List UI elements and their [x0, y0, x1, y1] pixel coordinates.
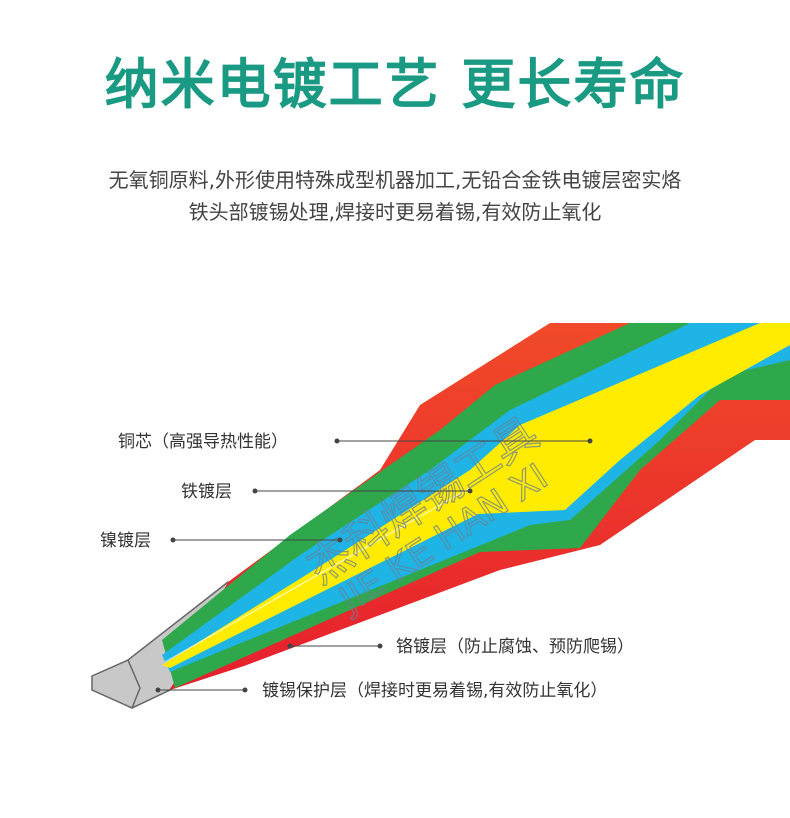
label-tin-layer: 镀锡保护层（焊接时更易着锡,有效防止氧化） [262, 681, 607, 701]
label-nickel-layer: 镍镀层 [100, 531, 151, 551]
callout-tin: 镀锡保护层（焊接时更易着锡,有效防止氧化） [155, 681, 607, 701]
callout-nickel: 镍镀层 [100, 531, 343, 551]
core-highlight [164, 487, 471, 663]
tin-layer-edge [127, 659, 141, 709]
callout-dot [337, 537, 343, 543]
callout-dot [587, 438, 593, 444]
callout-iron: 铁镀层 [181, 482, 473, 502]
callout-dot [242, 687, 248, 693]
label-chrome-layer: 铬镀层（防止腐蚀、预防爬锡） [396, 637, 634, 657]
label-iron-layer: 铁镀层 [181, 482, 232, 502]
callout-chrome: 铬镀层（防止腐蚀、预防爬锡） [287, 637, 634, 657]
label-copper-core: 铜芯（高强导热性能） [118, 432, 288, 452]
subtitle-line-2: 铁头部镀锡处理,焊接时更易着锡,有效防止氧化 [188, 200, 602, 224]
callout-dot [377, 643, 383, 649]
callout-dot [467, 488, 473, 494]
page-title: 纳米电镀工艺 更长寿命 [104, 53, 686, 116]
callout-copper: 铜芯（高强导热性能） [118, 432, 593, 452]
subtitle-line-1: 无氧铜原料,外形使用特殊成型机器加工,无铅合金铁电镀层密实烙 [108, 168, 682, 192]
copper-core-shape [162, 323, 790, 668]
